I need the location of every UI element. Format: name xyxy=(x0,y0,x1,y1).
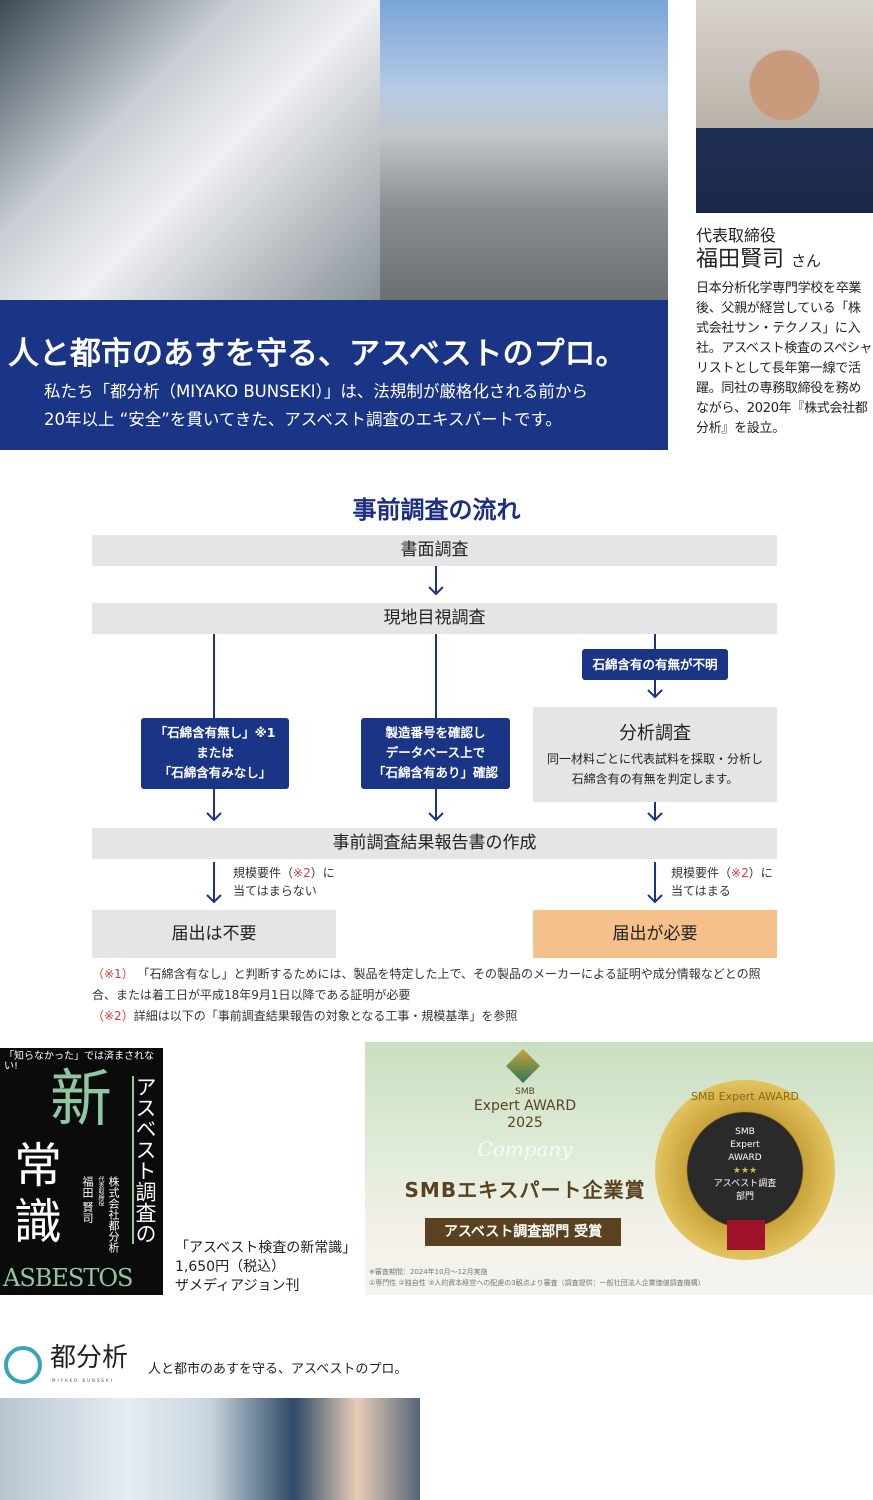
not-required-box: 届出は不要 xyxy=(92,910,336,958)
flow-title: 事前調査の流れ xyxy=(352,496,521,524)
t: ※2 xyxy=(731,866,749,880)
book-vertical-title: アスベスト調査の xyxy=(132,1076,157,1244)
condition-not-applicable: 規模要件（※2）に 当てはまらない xyxy=(233,864,335,900)
book-en-title: ASBESTOS xyxy=(3,1264,133,1292)
t: ※2 xyxy=(293,866,311,880)
t: 部門 xyxy=(735,1192,754,1202)
t: ）に xyxy=(310,866,335,880)
honorific: さん xyxy=(791,252,822,270)
t: （※1） xyxy=(92,967,134,981)
line: 製造番号を確認し xyxy=(385,725,486,740)
book-company: 株式会社都分析 xyxy=(107,1176,120,1253)
analysis-box: 分析調査 同一材料ごとに代表試料を採取・分析し 石綿含有の有無を判定します。 xyxy=(533,707,777,802)
company-logo-text: 都分析 xyxy=(50,1343,129,1373)
flow-connectors xyxy=(206,566,663,904)
t: 詳細は以下の「事前調査結果報告の対象となる工事・規模基準」を参照 xyxy=(133,1009,518,1023)
award-title: SMBエキスパート企業賞 xyxy=(404,1178,646,1202)
line: 「石綿含有無し」※1 xyxy=(154,725,276,740)
t: ）に xyxy=(748,866,773,880)
required-box: 届出が必要 xyxy=(533,910,777,958)
t: 合、または着工日が平成18年9月1日以降である証明が必要 xyxy=(92,988,411,1002)
line: データベース上で xyxy=(385,745,486,760)
ribbon-icon xyxy=(727,1220,765,1250)
database-check-box: 製造番号を確認しデータベース上で「石綿含有あり」確認 xyxy=(361,718,510,789)
footer-tagline: 人と都市のあすを守る、アスベストのプロ。 xyxy=(148,1362,408,1377)
step-document-review: 書面調査 xyxy=(92,535,777,566)
award-heading: SMB Expert AWARD 2025 xyxy=(365,1086,685,1132)
t: SMB xyxy=(515,1087,535,1097)
award-category-badge: アスベスト調査部門 受賞 xyxy=(425,1218,621,1246)
city-skyline-photo xyxy=(380,0,668,300)
book-char: 識 xyxy=(14,1194,63,1250)
book-caption: 「アスベスト検査の新常識」 1,650円（税込） ザメディアジョン刊 xyxy=(175,1239,356,1296)
footnotes: （※1） 「石綿含有なし」と判断するためには、製品を特定した上で、その製品のメー… xyxy=(92,964,782,1027)
ceo-name: 福田賢司 xyxy=(696,247,785,272)
book-char: 新 xyxy=(50,1062,113,1135)
hero-banner: 人と都市のあすを守る、アスベストのプロ。 私たち「都分析（MIYAKO BUNS… xyxy=(0,300,668,450)
book-author-role: 代表取締役 xyxy=(97,1176,104,1206)
t: ※審査期間：2024年10月〜12月実施 xyxy=(369,1268,488,1276)
award-banner: SMB Expert AWARD 2025 Company SMBエキスパート企… xyxy=(365,1042,873,1295)
analysis-desc-1: 同一材料ごとに代表試料を採取・分析し xyxy=(546,752,763,766)
step-onsite-inspection: 現地目視調査 xyxy=(92,603,777,634)
t: 「アスベスト検査の新常識」 xyxy=(175,1240,357,1256)
t: AWARD xyxy=(728,1153,762,1163)
t: ザメディアジョン刊 xyxy=(175,1278,300,1294)
t: ★★★ xyxy=(732,1166,758,1176)
step-report: 事前調査結果報告書の作成 xyxy=(92,828,777,859)
company-logo-sub: MIYAKO BUNSEKI xyxy=(52,1378,114,1383)
t: （※2） xyxy=(92,1009,134,1023)
t: Expert xyxy=(730,1140,760,1150)
t: 当てはまる xyxy=(671,884,731,898)
ceo-bio: 日本分析化学専門学校を卒業後、父親が経営している「株式会社サン・テクノス」に入社… xyxy=(696,281,873,436)
lab-glassware-photo xyxy=(0,1398,420,1500)
unknown-asbestos-box: 石綿含有の有無が不明 xyxy=(582,649,728,680)
medal-ring-text: SMB Expert AWARD xyxy=(691,1090,799,1103)
analysis-desc-2: 石綿含有の有無を判定します。 xyxy=(571,772,739,786)
t: 1,650円（税込） xyxy=(175,1259,286,1275)
t: 「石綿含有なし」と判断するためには、製品を特定した上で、その製品のメーカーによる… xyxy=(137,967,761,981)
book-char: 常 xyxy=(14,1138,63,1194)
no-asbestos-box: 「石綿含有無し」※1 または「石綿含有みなし」 xyxy=(141,718,289,789)
t: 規模要件（ xyxy=(671,866,732,880)
hero-sub-1: 私たち「都分析（MIYAKO BUNSEKI）」は、法規制が厳格化される前から xyxy=(44,382,588,401)
hero-headline: 人と都市のあすを守る、アスベストのプロ。 xyxy=(8,336,627,372)
book-cover: 「知らなかった」では済まされない! 新 常 識 アスベスト調査の 株式会社都分析… xyxy=(0,1048,163,1295)
hero-sub-2: 20年以上 “安全”を貫いてきた、アスベスト調査のエキスパートです。 xyxy=(44,410,562,429)
t: 規模要件（ xyxy=(233,866,294,880)
t: 2025 xyxy=(507,1115,543,1131)
book-tagline: 「知らなかった」では済まされない! xyxy=(4,1051,154,1072)
award-script: Company xyxy=(477,1137,573,1161)
condition-applicable: 規模要件（※2）に 当てはまる xyxy=(671,864,773,900)
t: 当てはまらない xyxy=(233,884,317,898)
award-logo-icon xyxy=(506,1049,540,1083)
t: SMB xyxy=(735,1127,755,1137)
line: 「石綿含有あり」確認 xyxy=(372,765,498,780)
award-fineprint: ※審査期間：2024年10月〜12月実施 ①専門性 ②独自性 ③人的資本経営への配… xyxy=(369,1267,705,1289)
line: 「石綿含有みなし」 xyxy=(158,765,272,780)
analysis-title: 分析調査 xyxy=(619,723,691,744)
t: ①専門性 ②独自性 ③人的資本経営への配慮の3観点より審査（調査提供：一般社団法… xyxy=(369,1279,705,1287)
company-logo-icon xyxy=(4,1346,42,1384)
t: Expert AWARD xyxy=(473,1098,577,1114)
ceo-role: 代表取締役 xyxy=(696,226,777,245)
lab-microscope-photo xyxy=(0,0,380,300)
ceo-profile: 代表取締役 福田賢司 さん 日本分析化学専門学校を卒業後、父親が経営している「株… xyxy=(696,222,873,439)
t: アスベスト調査 xyxy=(713,1179,777,1189)
ceo-portrait-photo xyxy=(696,0,873,213)
book-author: 福田 賢司 xyxy=(81,1176,94,1224)
line: または xyxy=(196,745,234,760)
